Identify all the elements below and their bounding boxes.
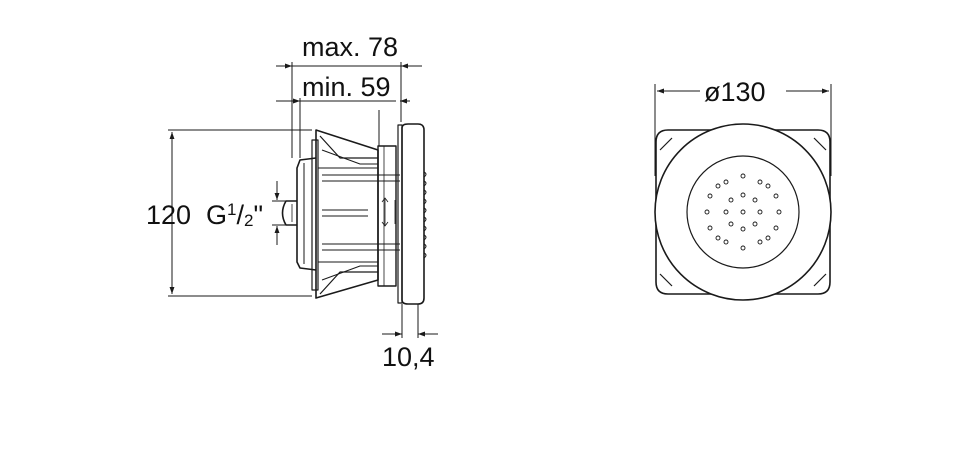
inlet-cap — [296, 157, 317, 271]
adjust-arrows — [381, 197, 396, 227]
front-dimensions — [654, 84, 832, 176]
nozzle-field — [686, 155, 800, 269]
body-housing — [315, 129, 379, 299]
cover-plate — [401, 123, 425, 305]
rear-plate — [311, 139, 319, 291]
side-dimensions — [168, 62, 438, 338]
label-max-depth: max. 78 — [302, 32, 398, 62]
front-view — [654, 123, 832, 301]
thread-nipple — [281, 200, 297, 226]
cover-disc — [654, 123, 832, 301]
mounting-plate — [655, 129, 831, 295]
nozzle-bumps — [423, 171, 427, 259]
adjust-ring — [377, 145, 397, 287]
side-view — [281, 123, 427, 305]
label-thread: G1/2" — [206, 200, 263, 230]
label-plate-thickness: 10,4 — [382, 342, 435, 372]
nozzle-holes — [704, 173, 782, 251]
label-min-depth: min. 59 — [302, 72, 391, 102]
label-diameter: ø130 — [704, 77, 766, 107]
label-height: 120 — [146, 200, 191, 230]
